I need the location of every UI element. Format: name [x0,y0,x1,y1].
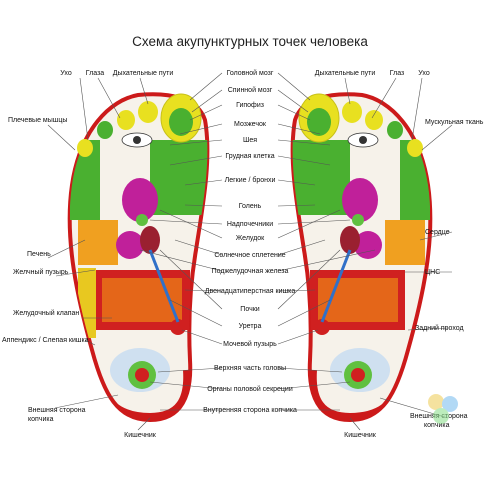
right-heart-zone [385,220,425,265]
left-lung-zone [150,140,208,215]
right-bladder-point [314,319,330,335]
left-bladder-point [170,319,186,335]
right-toes [298,93,423,157]
label-duodenum: Двенадцатиперстная кишка [205,288,296,295]
label-right-anus: Задний проход [415,324,464,332]
label-left-stomach-valve: Желудочный клапан [13,309,79,317]
label-solar-plexus: Солнечное сплетение [214,252,285,259]
left-big-toe-center [169,108,193,136]
label-right-airways: Дыхательные пути [315,70,376,77]
label-inner-coccyx: Внутренняя сторона копчика [203,407,297,414]
label-right-muscle: Мускульная ткань [425,119,484,126]
label-pituitary: Гипофиз [236,102,264,109]
left-kidney-organ [140,226,160,254]
left-labels: Ухо Глаза Дыхательные пути Плечевые мышц… [2,70,173,439]
leader-lines [47,72,453,431]
corner-logo [428,394,458,424]
label-left-ear: Ухо [60,70,72,77]
right-ureter-line [320,249,352,323]
label-lungs: Легкие / бронхи [225,176,276,184]
label-left-outer-coccyx-1: Внешняя сторона [28,407,86,414]
right-toe-4 [387,121,403,139]
right-stomach-organ [342,178,378,222]
label-adrenals: Надпочечники [227,221,273,228]
left-adrenal-organ [136,214,148,226]
left-eye-pupil [133,136,141,144]
label-brain: Головной мозг [227,69,274,77]
right-toe-3 [365,110,383,130]
label-reproductive: Органы половой секреции [207,385,293,393]
label-right-cns: ЦНС [425,269,440,276]
label-chest: Грудная клетка [225,153,274,160]
right-eye-pupil [359,136,367,144]
left-colon-band [78,268,96,338]
right-reproductive-center [351,368,365,382]
label-left-gallbladder: Желчный пузырь [13,268,69,276]
left-stomach-organ [122,178,158,222]
center-labels: Головной мозг Спинной мозг Гипофиз Мозже… [203,69,297,414]
right-pancreas-organ [354,231,382,259]
label-left-liver: Печень [27,251,51,258]
left-toe-3 [117,110,135,130]
label-right-intestine: Кишечник [344,432,377,439]
label-left-appendix: Аппендикс / Слепая кишка [2,337,89,344]
label-neck: Шея [243,137,257,144]
label-cerebellum: Мозжечок [234,121,267,128]
label-left-eyes: Глаза [86,70,105,77]
left-toes [77,93,202,157]
right-kidney-organ [340,226,360,254]
label-left-intestine: Кишечник [124,432,157,439]
left-ureter-line [148,249,180,323]
label-top-of-head: Верхняя часть головы [214,365,286,372]
right-big-toe-center [307,108,331,136]
left-toe-2 [138,101,158,123]
left-liver-zone [78,220,118,265]
label-left-airways: Дыхательные пути [113,70,174,77]
label-left-outer-coccyx-2: копчика [28,416,54,423]
label-urethra: Уретра [239,323,262,330]
diagram-title: Схема акупунктурных точек человека [132,34,368,49]
label-right-outer-coccyx-2: копчика [424,422,450,429]
label-right-heart: Сердце [425,229,450,236]
left-pancreas-organ [116,231,144,259]
right-adrenal-organ [352,214,364,226]
left-foot [67,92,210,423]
left-toe-4 [97,121,113,139]
right-lung-zone [292,140,350,215]
left-toe-5 [77,139,93,157]
label-spinal-cord: Спинной мозг [228,86,273,94]
label-right-eyes: Глаз [390,70,405,77]
right-toe-5 [407,139,423,157]
label-shin: Голень [239,203,262,210]
label-bladder: Мочевой пузырь [223,340,277,348]
label-pancreas: Поджелудочная железа [212,268,289,275]
label-right-ear: Ухо [418,70,430,77]
left-reproductive-center [135,368,149,382]
label-kidneys: Почки [240,306,259,313]
right-toe-2 [342,101,362,123]
label-left-shoulder: Плечевые мышцы [8,117,67,124]
label-stomach: Желудок [236,235,265,242]
